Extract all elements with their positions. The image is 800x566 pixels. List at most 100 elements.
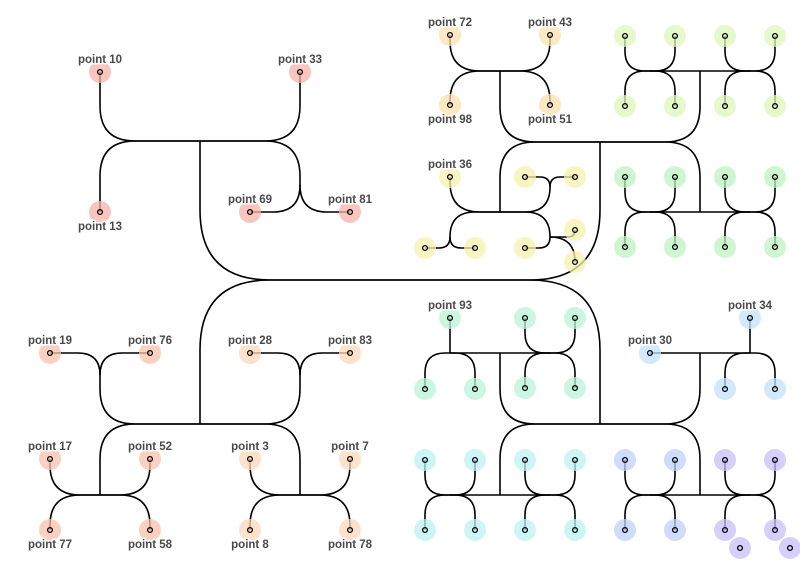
leaf-point[interactable]: [346, 208, 354, 216]
leaf-point[interactable]: [246, 455, 254, 463]
leaf-point[interactable]: [546, 101, 554, 109]
tree-edge: [199, 279, 400, 424]
leaf-point[interactable]: [446, 173, 454, 181]
leaf-point[interactable]: [96, 68, 104, 76]
leaf-point[interactable]: [621, 102, 629, 110]
tree-edge: [750, 70, 776, 106]
leaf-point[interactable]: [546, 31, 554, 39]
leaf-point[interactable]: [96, 208, 104, 216]
leaf-point[interactable]: [471, 244, 479, 252]
leaf-point[interactable]: [46, 349, 54, 357]
leaf-point[interactable]: [771, 243, 779, 251]
tree-edge: [299, 184, 350, 213]
leaf-point[interactable]: [146, 455, 154, 463]
leaf-halo: [564, 307, 586, 329]
leaf-point[interactable]: [421, 385, 429, 393]
leaf-point[interactable]: [421, 526, 429, 534]
leaf-point[interactable]: [671, 102, 679, 110]
leaf-point[interactable]: [621, 243, 629, 251]
leaf-point[interactable]: [471, 385, 479, 393]
leaf-point[interactable]: [721, 32, 729, 40]
leaf-point[interactable]: [721, 526, 729, 534]
leaf-point[interactable]: [246, 349, 254, 357]
leaf-point[interactable]: [571, 314, 579, 322]
leaf-point[interactable]: [571, 526, 579, 534]
leaf-point[interactable]: [671, 456, 679, 464]
point-label: point 51: [528, 114, 573, 126]
leaf-point[interactable]: [471, 456, 479, 464]
leaf-point[interactable]: [521, 244, 529, 252]
leaf-halo: [464, 449, 486, 471]
leaf-point[interactable]: [571, 456, 579, 464]
leaf-point[interactable]: [771, 173, 779, 181]
leaf-point[interactable]: [721, 173, 729, 181]
leaf-point[interactable]: [521, 384, 529, 392]
leaf-point[interactable]: [736, 544, 744, 552]
leaf-point[interactable]: [521, 173, 529, 181]
leaf-point[interactable]: [46, 455, 54, 463]
leaf-point[interactable]: [621, 173, 629, 181]
leaf-halo: [729, 537, 751, 559]
leaf-point[interactable]: [46, 526, 54, 534]
leaf-point[interactable]: [471, 526, 479, 534]
leaf-point[interactable]: [446, 101, 454, 109]
leaf-point[interactable]: [786, 544, 794, 552]
tree-edge: [724, 70, 750, 106]
leaf-point[interactable]: [671, 32, 679, 40]
tree-edge: [650, 211, 676, 247]
leaf-point[interactable]: [721, 102, 729, 110]
leaf-point[interactable]: [746, 314, 754, 322]
tree-edge: [524, 494, 550, 530]
leaf-point[interactable]: [521, 456, 529, 464]
leaf-point[interactable]: [246, 208, 254, 216]
leaf-point[interactable]: [446, 314, 454, 322]
leaf-point[interactable]: [721, 243, 729, 251]
leaf-point[interactable]: [771, 456, 779, 464]
leaf-halo: [664, 25, 686, 47]
leaf-point[interactable]: [771, 102, 779, 110]
leaf-point[interactable]: [571, 173, 579, 181]
leaf-point[interactable]: [346, 526, 354, 534]
leaf-point[interactable]: [421, 244, 429, 252]
leaf-point[interactable]: [571, 226, 579, 234]
leaf-point[interactable]: [771, 32, 779, 40]
leaf-point[interactable]: [621, 456, 629, 464]
point-label: point 83: [328, 335, 372, 347]
leaf-point[interactable]: [771, 385, 779, 393]
tree-edge: [550, 494, 576, 530]
leaf-point[interactable]: [571, 258, 579, 266]
leaf-point[interactable]: [521, 526, 529, 534]
leaf-point[interactable]: [571, 384, 579, 392]
leaf-point[interactable]: [246, 526, 254, 534]
leaf-halo: [439, 166, 461, 188]
tree-edge: [525, 236, 551, 249]
leaf-point[interactable]: [771, 526, 779, 534]
leaf-point[interactable]: [421, 456, 429, 464]
leaf-point[interactable]: [671, 173, 679, 181]
leaf-point[interactable]: [346, 455, 354, 463]
point-label: point 58: [128, 539, 173, 551]
tree-edge: [524, 352, 550, 388]
leaf-point[interactable]: [146, 526, 154, 534]
leaf-point[interactable]: [646, 349, 654, 357]
point-label: point 30: [628, 335, 672, 347]
leaf-point[interactable]: [721, 456, 729, 464]
leaf-point[interactable]: [521, 314, 529, 322]
leaf-halo: [564, 519, 586, 541]
leaf-halo: [764, 95, 786, 117]
tree-edge: [199, 141, 400, 281]
leaf-point[interactable]: [446, 31, 454, 39]
leaf-point[interactable]: [671, 526, 679, 534]
tree-edge: [99, 140, 200, 212]
leaf-point[interactable]: [146, 349, 154, 357]
leaf-halo: [564, 449, 586, 471]
leaf-point[interactable]: [296, 68, 304, 76]
leaf-halo: [739, 307, 761, 329]
leaf-point[interactable]: [721, 385, 729, 393]
tree-edge: [650, 494, 676, 530]
leaf-point[interactable]: [621, 32, 629, 40]
leaf-point[interactable]: [346, 349, 354, 357]
leaf-point[interactable]: [621, 526, 629, 534]
leaf-point[interactable]: [671, 243, 679, 251]
tree-edge: [200, 423, 301, 495]
